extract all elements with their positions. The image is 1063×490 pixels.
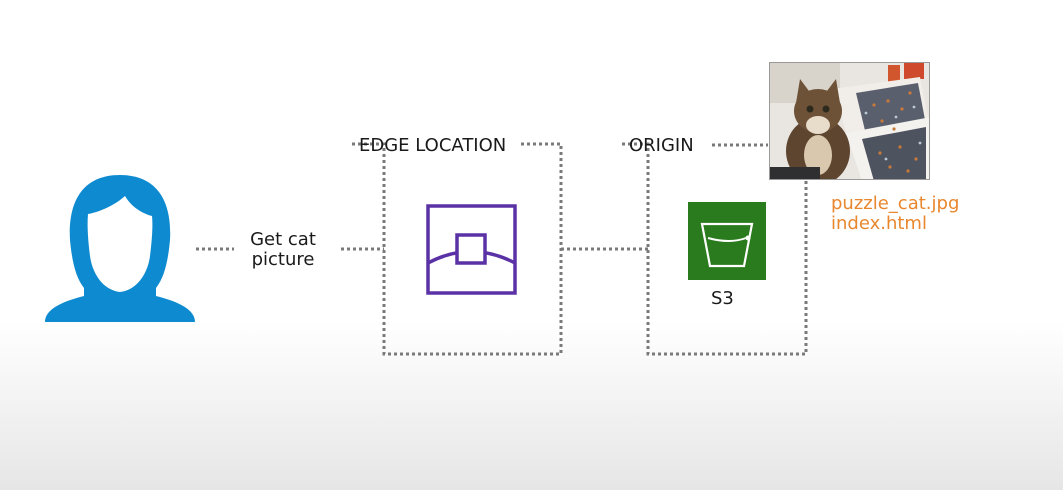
edge-location-icon (426, 204, 517, 295)
origin-box (622, 142, 808, 356)
edge-location-box (352, 142, 563, 356)
file-name-puzzle-cat: puzzle_cat.jpg (831, 193, 960, 214)
s3-bucket-icon (688, 202, 766, 280)
user-icon (45, 175, 195, 322)
s3-label: S3 (711, 288, 734, 309)
connectors (196, 143, 768, 251)
origin-title: ORIGIN (629, 135, 694, 156)
edge-location-title: EDGE LOCATION (359, 135, 507, 156)
request-label: Get cat picture (250, 229, 316, 270)
cat-photo-drawing (770, 63, 929, 179)
file-name-index-html: index.html (831, 213, 927, 234)
cat-photo (769, 62, 930, 180)
